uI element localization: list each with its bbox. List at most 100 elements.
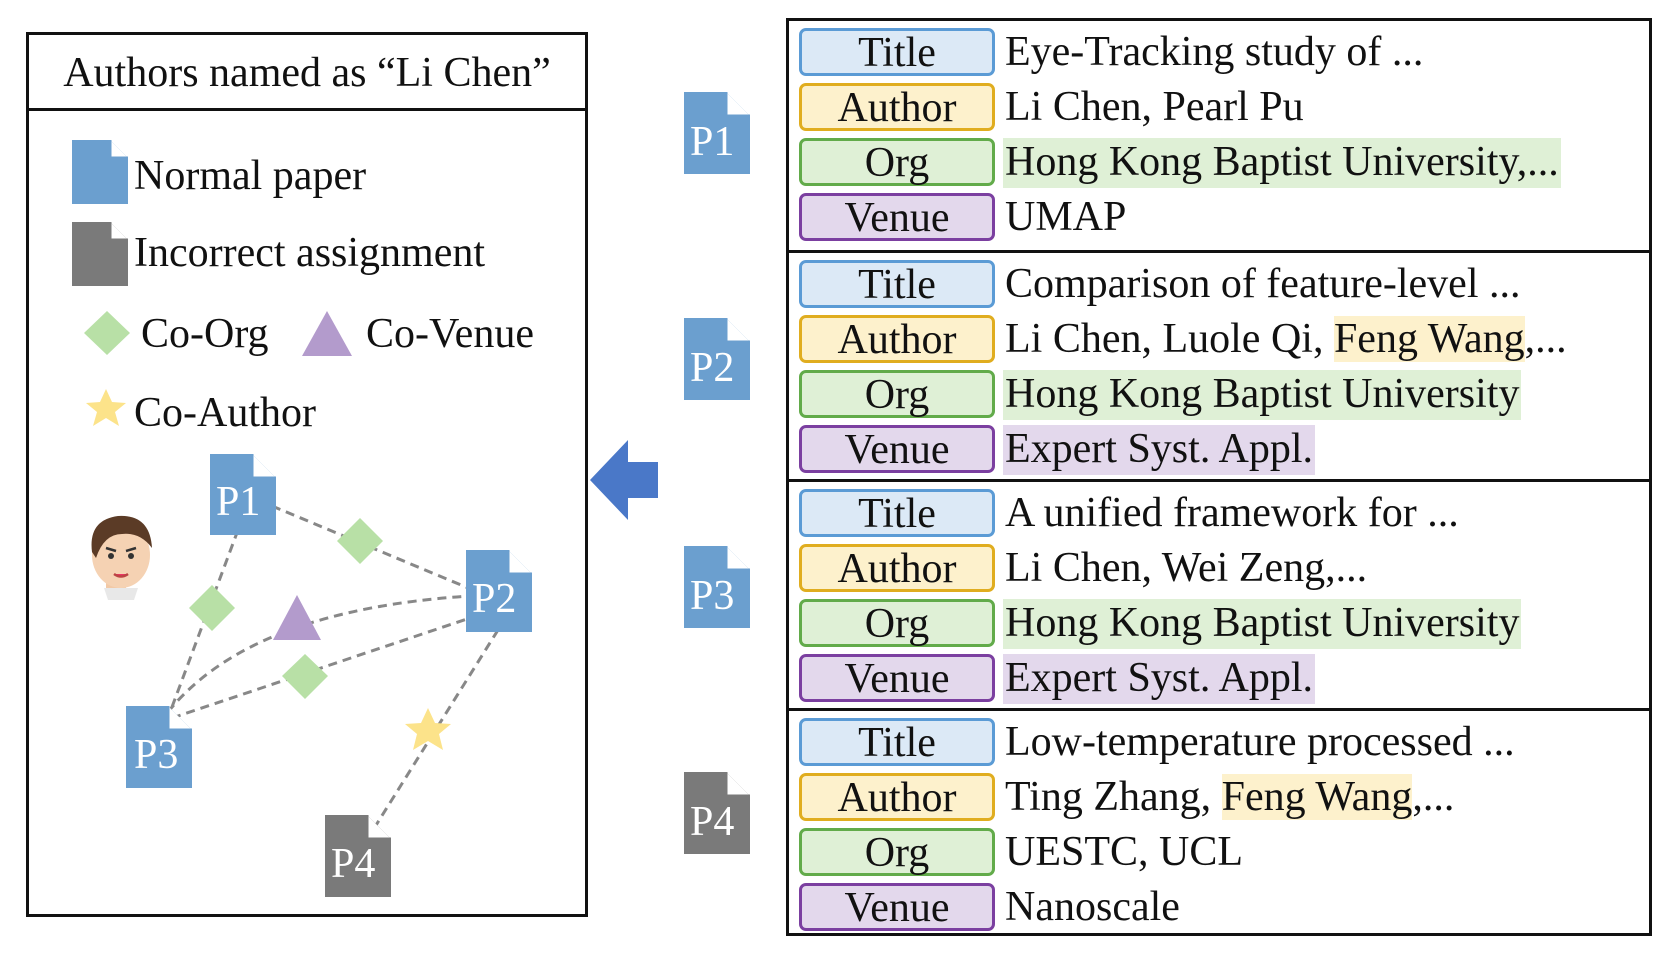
title-value: Eye-Tracking study of ...	[1005, 29, 1424, 75]
legend-co-org-diamond-icon	[84, 311, 130, 355]
paper-icon-p1-label: P1	[690, 119, 734, 165]
author-avatar	[91, 515, 152, 600]
author-text: Li Chen, Pearl Pu	[1005, 84, 1304, 130]
graph-node-p4: P4	[325, 815, 391, 897]
legend-incorrect-label: Incorrect assignment	[134, 230, 486, 276]
legend-incorrect-paper-icon	[72, 222, 128, 286]
venue-tag: Venue	[799, 425, 995, 473]
author-value: Li Chen, Pearl Pu	[1003, 83, 1306, 133]
paper-icon-p1: P1	[684, 92, 750, 174]
shared-author-highlight: Feng Wang	[1333, 316, 1525, 362]
legend-co-author-star-icon	[86, 389, 126, 426]
paper-record-p3: Title A unified framework for ... Author…	[789, 479, 1649, 708]
venue-row: Venue Expert Syst. Appl.	[799, 654, 1649, 704]
paper-record-p4: Title Low-temperature processed ... Auth…	[789, 708, 1649, 937]
legend-co-org-label: Co-Org	[141, 311, 269, 357]
graph-node-p3: P3	[126, 706, 192, 788]
title-value: A unified framework for ...	[1005, 490, 1459, 536]
venue-value: Nanoscale	[1005, 884, 1180, 930]
edge-co-venue-marker	[273, 595, 321, 640]
title-row: Title A unified framework for ...	[799, 489, 1649, 539]
org-tag: Org	[799, 599, 995, 647]
author-row: Author Li Chen, Pearl Pu	[799, 83, 1649, 133]
org-row: Org Hong Kong Baptist University	[799, 370, 1649, 420]
title-tag: Title	[799, 28, 995, 76]
venue-value: Expert Syst. Appl.	[1003, 425, 1316, 475]
legend-co-author-label: Co-Author	[134, 390, 316, 436]
org-tag: Org	[799, 828, 995, 876]
venue-tag: Venue	[799, 654, 995, 702]
title-value: Comparison of feature-level ...	[1005, 261, 1521, 307]
graph-node-p3-label: P3	[134, 732, 178, 778]
author-value: Li Chen, Luole Qi, Feng Wang,...	[1003, 315, 1569, 365]
legend-normal-paper-label: Normal paper	[134, 153, 367, 199]
author-tag: Author	[799, 315, 995, 363]
edge-p3-p2-lower	[171, 616, 471, 720]
paper-icon-p4: P4	[684, 772, 750, 854]
author-text: Ting Zhang,	[1005, 774, 1222, 820]
edge-co-org-marker	[189, 585, 235, 631]
author-row: Author Li Chen, Wei Zeng,...	[799, 544, 1649, 594]
venue-tag: Venue	[799, 883, 995, 931]
org-row: Org Hong Kong Baptist University	[799, 599, 1649, 649]
authors-panel: Authors named as “Li Chen”	[26, 32, 588, 917]
title-tag: Title	[799, 260, 995, 308]
venue-row: Venue Expert Syst. Appl.	[799, 425, 1649, 475]
author-row: Author Li Chen, Luole Qi, Feng Wang,...	[799, 315, 1649, 365]
paper-attributes-table: Title Eye-Tracking study of ... Author L…	[786, 18, 1652, 936]
org-row: Org Hong Kong Baptist University,...	[799, 138, 1649, 188]
org-row: Org UESTC, UCL	[799, 828, 1649, 878]
org-tag: Org	[799, 370, 995, 418]
graph-edges	[166, 504, 500, 839]
title-tag: Title	[799, 489, 995, 537]
title-row: Title Eye-Tracking study of ...	[799, 28, 1649, 78]
paper-icon-p3-label: P3	[690, 573, 734, 619]
venue-value: UMAP	[1005, 194, 1127, 240]
author-row: Author Ting Zhang, Feng Wang,...	[799, 773, 1649, 823]
venue-tag: Venue	[799, 193, 995, 241]
paper-icon-p4-label: P4	[690, 799, 734, 845]
title-value: Low-temperature processed ...	[1005, 719, 1515, 765]
graph-node-p1: P1	[210, 454, 276, 535]
author-value: Ting Zhang, Feng Wang,...	[1003, 773, 1456, 823]
title-tag: Title	[799, 718, 995, 766]
org-value: UESTC, UCL	[1005, 829, 1244, 875]
edge-co-org-marker	[282, 654, 328, 699]
author-text: ,...	[1524, 316, 1567, 362]
org-value: Hong Kong Baptist University	[1003, 599, 1522, 649]
arrow-left-icon	[590, 440, 658, 520]
graph-node-p2-label: P2	[472, 576, 516, 622]
paper-record-p1: Title Eye-Tracking study of ... Author L…	[789, 21, 1649, 250]
org-value: Hong Kong Baptist University	[1003, 370, 1522, 420]
author-tag: Author	[799, 544, 995, 592]
legend-normal-paper-icon	[72, 140, 128, 204]
org-value: Hong Kong Baptist University,...	[1003, 138, 1561, 188]
author-value: Li Chen, Wei Zeng,...	[1003, 544, 1369, 594]
paper-record-p2: Title Comparison of feature-level ... Au…	[789, 250, 1649, 479]
org-tag: Org	[799, 138, 995, 186]
author-tag: Author	[799, 83, 995, 131]
paper-icon-p2: P2	[684, 318, 750, 400]
graph-node-p2: P2	[466, 550, 532, 632]
paper-icon-p3: P3	[684, 546, 750, 628]
venue-row: Venue Nanoscale	[799, 883, 1649, 933]
shared-author-highlight: Feng Wang	[1221, 774, 1413, 820]
author-tag: Author	[799, 773, 995, 821]
legend-co-venue-triangle-icon	[302, 311, 352, 356]
venue-value: Expert Syst. Appl.	[1003, 654, 1316, 704]
author-text: Li Chen, Wei Zeng,...	[1005, 545, 1368, 591]
graph-node-p4-label: P4	[331, 841, 375, 887]
edge-co-org-marker	[337, 518, 383, 564]
venue-row: Venue UMAP	[799, 193, 1649, 243]
title-row: Title Comparison of feature-level ...	[799, 260, 1649, 310]
graph-node-p1-label: P1	[216, 479, 260, 525]
title-row: Title Low-temperature processed ...	[799, 718, 1649, 768]
paper-icon-p2-label: P2	[690, 345, 734, 391]
author-text: Li Chen, Luole Qi,	[1005, 316, 1334, 362]
panel-title: Authors named as “Li Chen”	[29, 35, 585, 111]
author-text: ,...	[1412, 774, 1455, 820]
legend-co-venue-label: Co-Venue	[366, 311, 534, 357]
edge-co-author-marker	[405, 708, 451, 750]
